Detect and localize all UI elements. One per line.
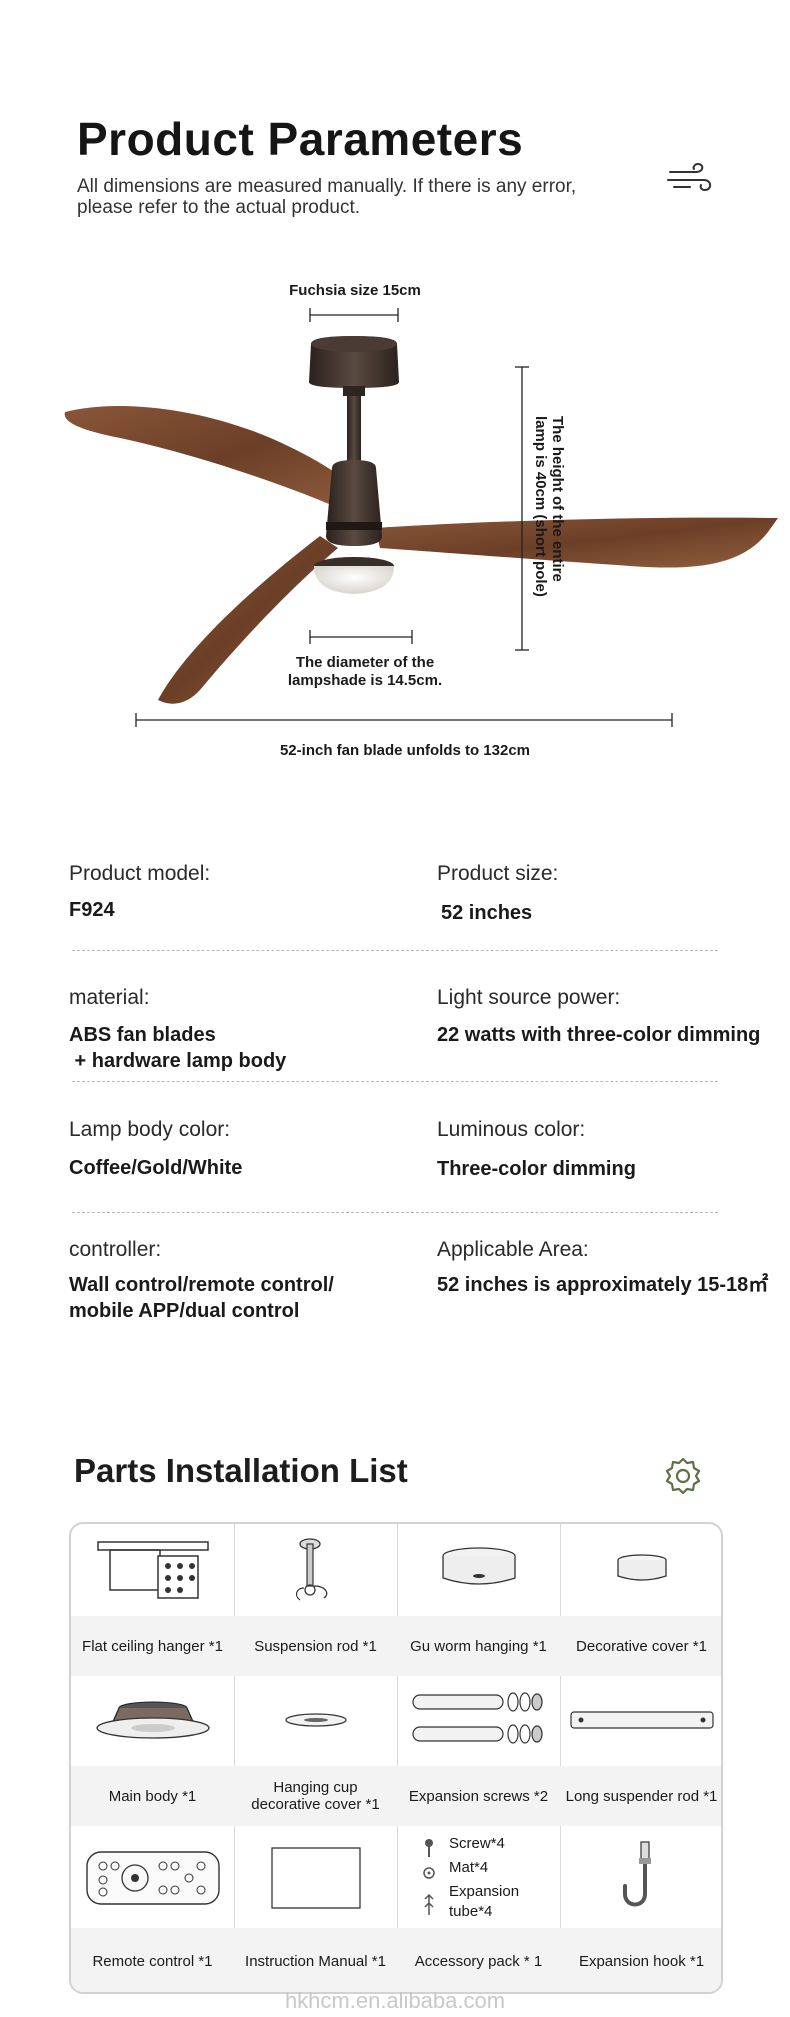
part-cell: Suspension rod *1 [234, 1524, 397, 1676]
ceiling-hanger-icon [96, 1541, 209, 1599]
parts-grid: Flat ceiling hanger *1 Suspension rod *1… [69, 1522, 723, 1994]
parts-title: Parts Installation List [74, 1452, 408, 1489]
accessory-pack-icon: Screw*4 Mat*4 Expansion tube*4 [397, 1828, 560, 1928]
part-cell: Gu worm hanging *1 [397, 1524, 560, 1676]
accessory-screw: Screw*4 [449, 1835, 505, 1852]
grid-divider [560, 1524, 561, 1992]
watermark: hkhcm.en.alibaba.com [284, 1988, 506, 2013]
blade-span-label: 52-inch fan blade unfolds to 132cm [279, 742, 531, 759]
part-label: Suspension rod *1 [234, 1616, 397, 1676]
part-label: Instruction Manual *1 [234, 1928, 397, 1992]
gear-icon [665, 1457, 701, 1494]
accessory-mat: Mat*4 [449, 1859, 489, 1876]
spec-label: controller: [69, 1238, 162, 1261]
part-cell: Screw*4 Mat*4 Expansion tube*4 Accessory… [397, 1828, 560, 1992]
part-label: Flat ceiling hanger *1 [71, 1616, 234, 1676]
part-label: Decorative cover *1 [560, 1616, 721, 1676]
expansion-hook-icon [622, 1841, 651, 1907]
spec-label: Lamp body color: [69, 1118, 231, 1141]
grid-divider [397, 1524, 398, 1992]
spec-value: ABS fan blades + hardware lamp body [69, 1024, 287, 1072]
expansion-screws-icon [411, 1692, 543, 1744]
part-cell: Long suspender rod *1 [560, 1676, 721, 1828]
spec-value: Three-color dimming [437, 1158, 636, 1180]
spec-value: Coffee/Gold/White [69, 1157, 243, 1179]
part-cell: Expansion hook *1 [560, 1828, 721, 1992]
spec-label: Product size: [437, 862, 559, 885]
spec-value: 22 watts with three-color dimming [437, 1024, 761, 1046]
part-label: Main body *1 [71, 1766, 234, 1826]
divider [72, 1212, 718, 1213]
page-title: Product Parameters [77, 113, 524, 165]
part-cell: Main body *1 [71, 1676, 234, 1828]
spec-value: 52 inches [441, 902, 533, 924]
part-cell: Decorative cover *1 [560, 1524, 721, 1676]
accessory-tube: Expansion [449, 1883, 520, 1900]
part-label: Hanging cup decorative cover *1 [234, 1766, 397, 1826]
part-cell: Remote control *1 [71, 1828, 234, 1992]
canopy-size-label: Fuchsia size 15cm [289, 282, 421, 299]
accessory-tube-count: tube*4 [449, 1903, 493, 1920]
fan-diagram: Fuchsia size 15cm The height of the enti… [0, 270, 790, 770]
part-label: Long suspender rod *1 [560, 1766, 721, 1826]
part-label: Expansion screws *2 [397, 1766, 560, 1826]
spec-label: Applicable Area: [437, 1238, 589, 1261]
lampshade-label: The diameter of the lampshade is 14.5cm. [287, 654, 443, 689]
worm-hanging-icon [441, 1547, 516, 1585]
page-subtitle: All dimensions are measured manually. If… [77, 176, 577, 218]
divider [72, 1081, 718, 1082]
part-cell: Hanging cup decorative cover *1 [234, 1676, 397, 1828]
suspension-rod-icon [295, 1538, 327, 1601]
part-label: Expansion hook *1 [560, 1928, 721, 1992]
height-label: The height of the entire lamp is 40cm (s… [532, 416, 566, 597]
part-cell: Instruction Manual *1 [234, 1828, 397, 1992]
spec-label: material: [69, 986, 150, 1009]
manual-icon [270, 1847, 361, 1909]
wind-icon [667, 162, 712, 192]
long-rod-icon [569, 1711, 714, 1729]
ceiling-fan-illustration [64, 308, 778, 727]
spec-value: F924 [69, 899, 115, 921]
remote-control-icon [85, 1851, 220, 1905]
main-body-icon [95, 1701, 210, 1739]
part-cell: Expansion screws *2 [397, 1676, 560, 1828]
spec-label: Light source power: [437, 986, 621, 1009]
spec-label: Product model: [69, 862, 211, 885]
decorative-cover-icon [616, 1554, 667, 1581]
part-cell: Flat ceiling hanger *1 [71, 1524, 234, 1676]
part-label: Accessory pack * 1 [397, 1928, 560, 1992]
spec-value: 52 inches is approximately 15-18㎡ [437, 1274, 769, 1296]
divider [72, 950, 718, 951]
accessory-glyphs [423, 1839, 435, 1915]
grid-divider [234, 1524, 235, 1992]
spec-value: Wall control/remote control/ mobile APP/… [69, 1274, 334, 1322]
part-label: Gu worm hanging *1 [397, 1616, 560, 1676]
hanging-cup-cover-icon [284, 1713, 347, 1727]
part-label: Remote control *1 [71, 1928, 234, 1992]
spec-label: Luminous color: [437, 1118, 586, 1141]
